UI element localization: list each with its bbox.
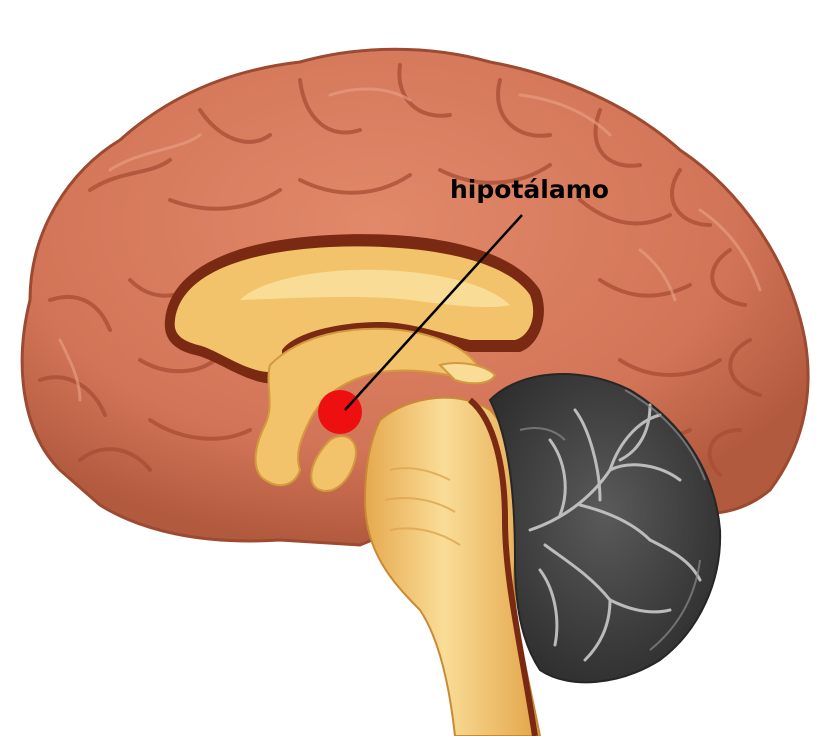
- hypothalamus-label: hipotálamo: [450, 175, 609, 204]
- brainstem: [363, 396, 542, 736]
- cerebellum: [488, 373, 722, 684]
- hypothalamus-marker: [318, 390, 362, 434]
- label-pointer-line: [344, 214, 523, 411]
